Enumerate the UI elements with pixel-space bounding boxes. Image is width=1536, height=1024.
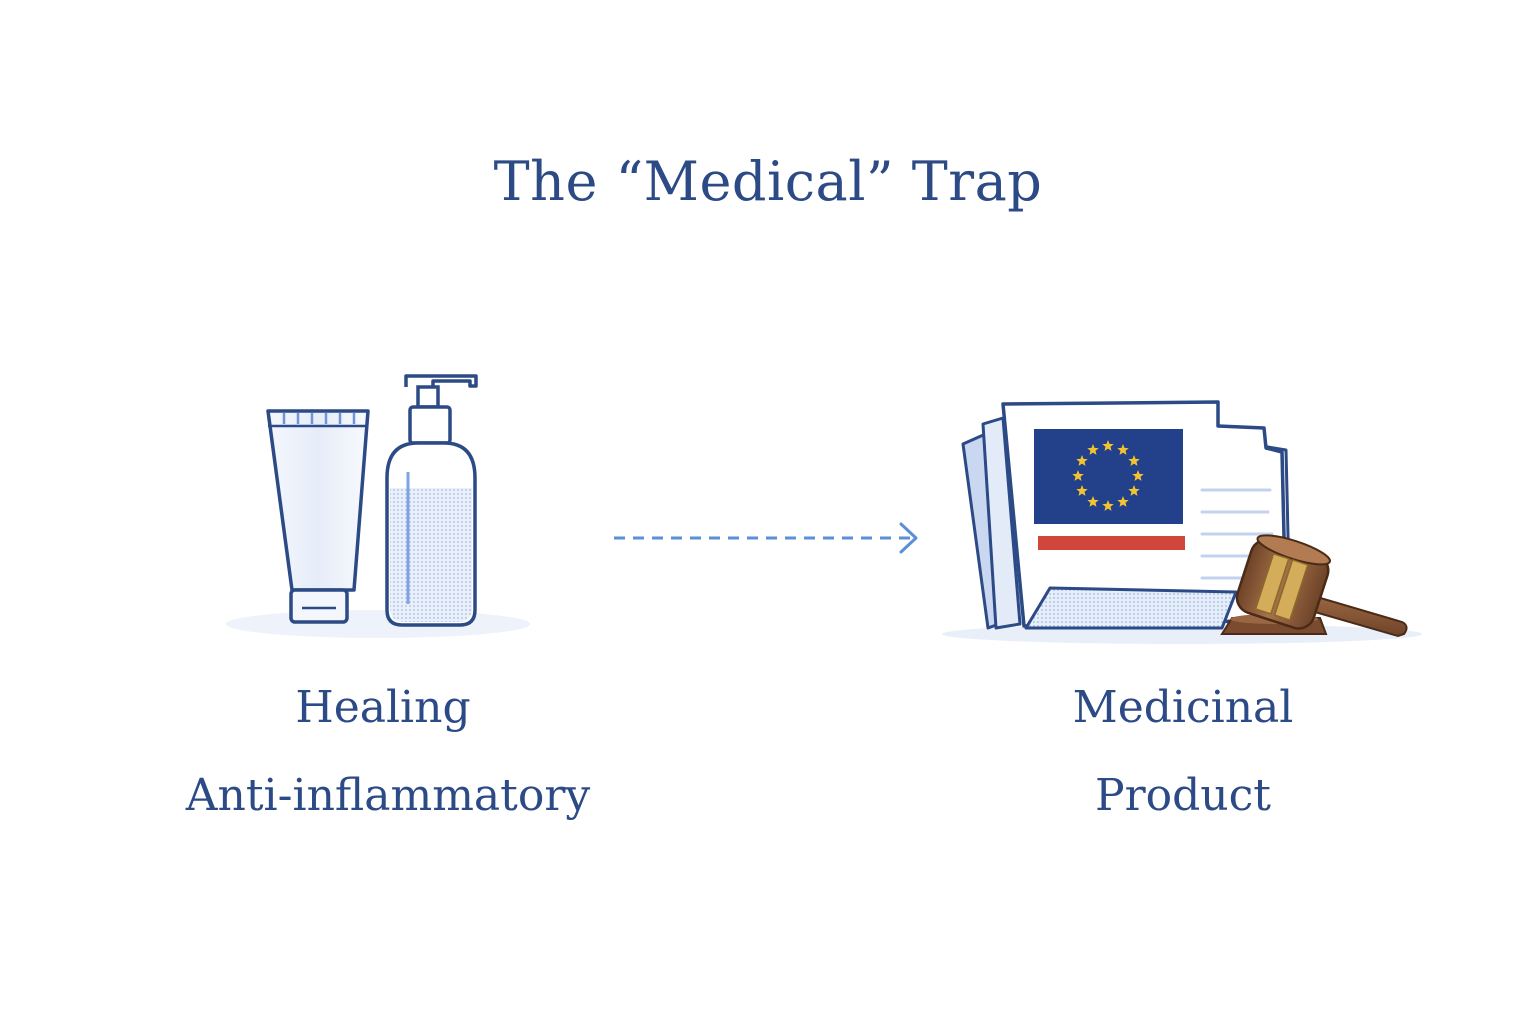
cream-tube-icon: [268, 411, 368, 622]
cosmetics-group: [226, 376, 530, 638]
right-label-medicinal: Medicinal: [1030, 682, 1336, 733]
left-label-healing: Healing: [230, 682, 536, 733]
eu-regulation-group: [942, 402, 1422, 644]
dashed-arrow-icon: [614, 524, 916, 552]
right-label-product: Product: [1030, 770, 1336, 821]
red-bar: [1038, 536, 1185, 550]
cosmetics-shadow: [226, 610, 530, 638]
left-label-anti-inflammatory: Anti-inflammatory: [180, 770, 596, 821]
pump-bottle-icon: [387, 376, 476, 625]
